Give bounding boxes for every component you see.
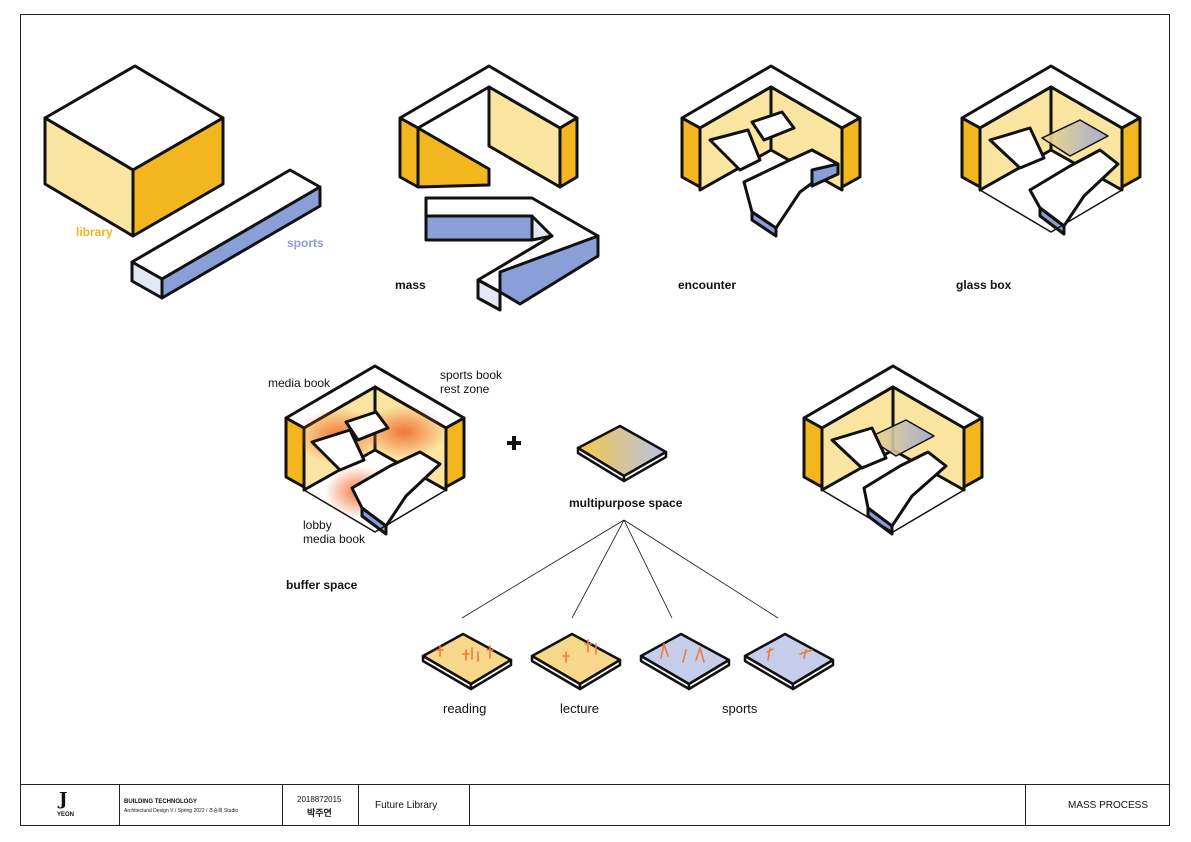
label-rest-zone: rest zone <box>440 382 490 396</box>
program-slab-sports-2 <box>743 632 835 691</box>
title-block: J YEON BUILDING TECHNOLOGY Architectural… <box>21 784 1169 826</box>
student-name: 박주연 <box>307 808 332 818</box>
drawing-sheet-frame <box>20 14 1170 826</box>
label-lobby: lobby <box>303 518 332 532</box>
title-block-course-cell: BUILDING TECHNOLOGY Architectural Design… <box>120 785 283 826</box>
plus-icon <box>507 436 521 450</box>
sheet-title: MASS PROCESS <box>1068 800 1149 811</box>
logo-mark: J <box>59 789 68 810</box>
buffer-space-volume <box>284 364 466 536</box>
program-branch-lines <box>461 519 779 619</box>
program-slab-sports-1 <box>639 632 731 691</box>
label-sports: sports <box>287 236 324 250</box>
label-mass: mass <box>395 278 426 292</box>
step-library-cube <box>43 64 225 238</box>
title-block-logo-cell: J YEON <box>21 785 120 826</box>
course-title: BUILDING TECHNOLOGY <box>124 799 197 805</box>
label-media-book-lower: media book <box>303 532 366 546</box>
final-mass <box>802 364 984 536</box>
student-id: 2018872015 <box>297 795 342 804</box>
title-block-project-cell: Future Library <box>359 785 470 826</box>
logo-text: YEON <box>57 812 75 818</box>
label-library: library <box>76 225 113 239</box>
title-block-blank-cell <box>470 785 1026 826</box>
step-mass-l-shape <box>398 64 579 189</box>
label-sports-program: sports <box>722 701 758 716</box>
program-slab-reading <box>421 632 513 691</box>
label-encounter: encounter <box>678 278 737 292</box>
label-lecture: lecture <box>560 701 600 716</box>
label-reading: reading <box>443 701 487 716</box>
label-multipurpose-space: multipurpose space <box>569 496 683 510</box>
title-block-sheet-cell: MASS PROCESS <box>1026 785 1169 826</box>
step-encounter <box>680 64 862 238</box>
multipurpose-slab <box>576 424 668 483</box>
course-subtitle: Architectural Design V / Spring 2022 / 조… <box>124 808 239 814</box>
title-block-student-cell: 2018872015 박주연 <box>283 785 359 826</box>
label-media-book: media book <box>268 376 331 390</box>
step-sports-bar <box>130 168 322 300</box>
step-glass-box <box>960 64 1142 236</box>
label-glass-box: glass box <box>956 278 1012 292</box>
project-title: Future Library <box>375 800 438 811</box>
step-mass-sports-bar <box>424 196 600 312</box>
people-figures <box>436 639 813 663</box>
label-sports-book: sports book <box>440 368 503 382</box>
program-slab-lecture <box>530 632 622 691</box>
label-buffer-space: buffer space <box>286 578 358 592</box>
